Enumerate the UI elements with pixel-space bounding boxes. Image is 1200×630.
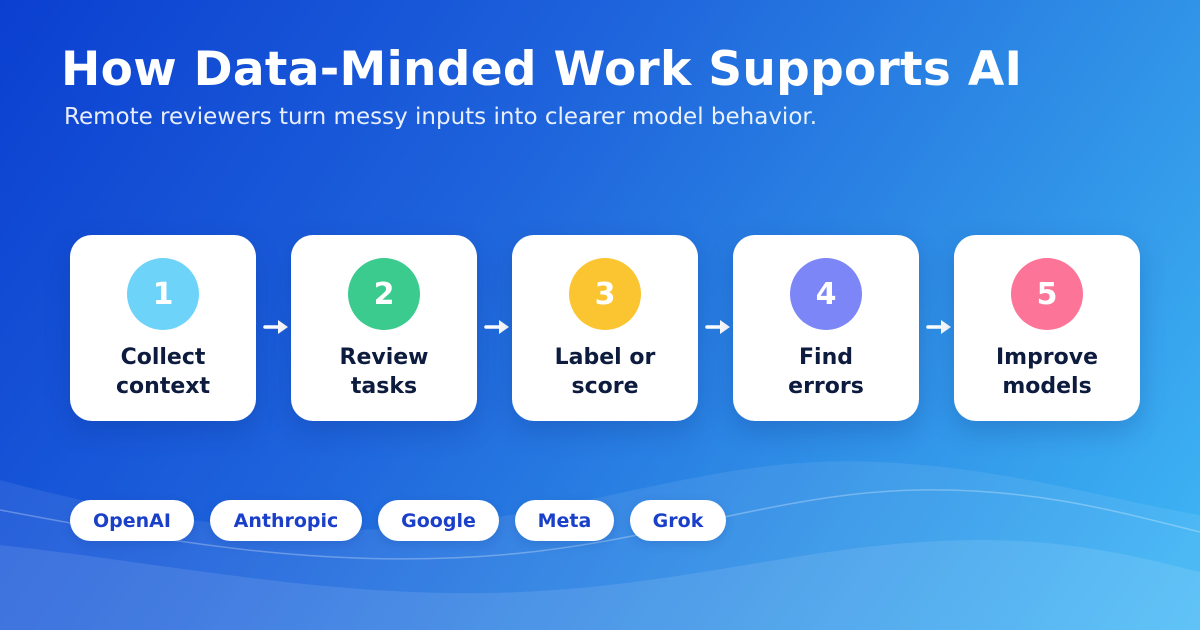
step-card-review-tasks: 2 Review tasks (291, 235, 477, 421)
step-number-badge: 1 (127, 258, 199, 330)
step-card-collect-context: 1 Collect context (70, 235, 256, 421)
step-label: Review tasks (291, 343, 477, 401)
page-title: How Data-Minded Work Supports AI (61, 42, 1023, 97)
page-subtitle: Remote reviewers turn messy inputs into … (64, 104, 818, 130)
step-label-line: context (116, 374, 210, 399)
step-card-find-errors: 4 Find errors (733, 235, 919, 421)
company-tag-grok: Grok (630, 500, 726, 541)
step-label-line: Improve (995, 345, 1099, 370)
right-arrow-icon (926, 320, 951, 334)
step-card-improve-models: 5 Improve models (954, 235, 1140, 421)
step-card-label-or-score: 3 Label or score (512, 235, 698, 421)
step-number-badge: 5 (1011, 258, 1083, 330)
step-label-line: models (1002, 374, 1092, 399)
step-label-line: Review (339, 345, 429, 370)
step-label-line: Find (799, 345, 853, 370)
company-tag-anthropic: Anthropic (210, 500, 362, 541)
right-arrow-icon (705, 320, 730, 334)
step-label-line: Collect (120, 345, 206, 370)
step-label: Label or score (512, 343, 698, 401)
step-label-line: tasks (350, 374, 418, 399)
step-number-badge: 4 (790, 258, 862, 330)
step-label: Find errors (733, 343, 919, 401)
step-number-badge: 2 (348, 258, 420, 330)
company-tag-openai: OpenAI (70, 500, 194, 541)
step-label: Improve models (954, 343, 1140, 401)
company-tag-google: Google (378, 500, 499, 541)
company-tag-meta: Meta (515, 500, 614, 541)
step-label-line: errors (788, 374, 864, 399)
process-steps: 1 Collect context 2 Review tasks 3 Label (70, 235, 1140, 421)
step-label-line: Label or (554, 345, 656, 370)
right-arrow-icon (484, 320, 509, 334)
right-arrow-icon (263, 320, 288, 334)
step-number-badge: 3 (569, 258, 641, 330)
step-label: Collect context (70, 343, 256, 401)
step-label-line: score (571, 374, 639, 399)
